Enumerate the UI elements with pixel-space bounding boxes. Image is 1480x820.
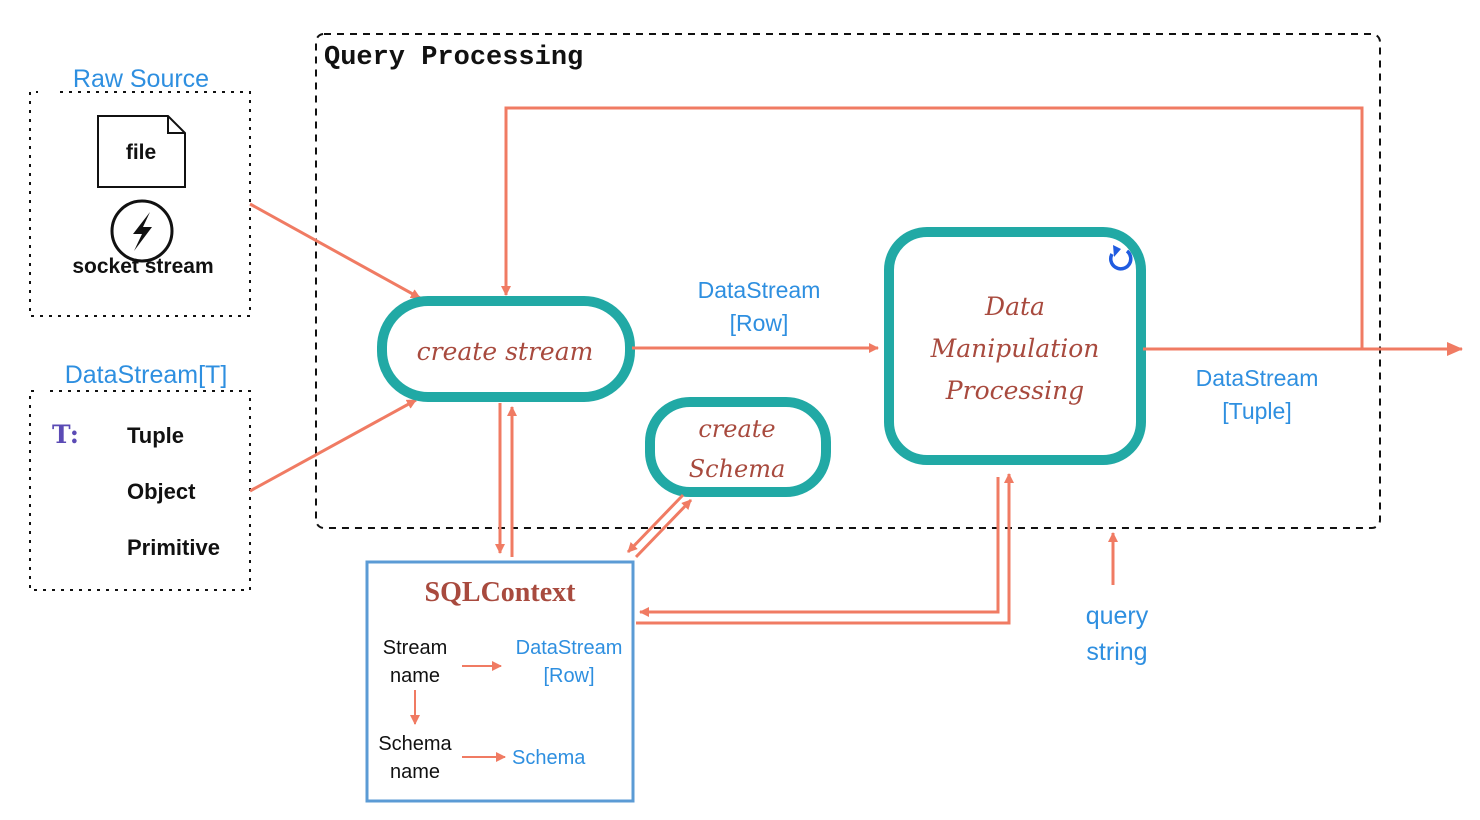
type-tuple: Tuple	[127, 423, 184, 448]
context-to-processing-arrow	[636, 473, 1014, 625]
query-string-label: query string	[1086, 602, 1149, 666]
type-primitive: Primitive	[127, 535, 220, 560]
sqlcontext-box: SQLContext Stream name DataStream [Row] …	[365, 560, 635, 803]
create-stream-node: create stream	[377, 296, 635, 402]
create-stream-label: create stream	[417, 337, 594, 366]
create-stream-shape	[377, 296, 635, 402]
context-to-schema-arrow	[634, 498, 693, 559]
file-document-icon	[97, 115, 186, 188]
edge-row-label: DataStream [Row]	[698, 277, 821, 336]
data-manipulation-line1: Data	[984, 292, 1045, 321]
sqlcontext-title: SQLContext	[425, 577, 577, 608]
lightning-bolt-icon	[110, 199, 174, 263]
edge-row-line1: DataStream	[698, 277, 821, 303]
file-label: file	[126, 141, 156, 164]
stream-name-line2: name	[390, 665, 440, 687]
refresh-icon	[1109, 245, 1133, 271]
stream-name-line1: Stream	[383, 637, 447, 659]
data-manipulation-shape	[884, 227, 1146, 465]
schema-target: Schema	[512, 747, 586, 769]
raw-source-border	[29, 91, 251, 317]
schema-name-line2: name	[390, 761, 440, 783]
query-string-line2: string	[1086, 638, 1147, 666]
datastream-t-group: DataStream[T] T: Tuple Object Primitive	[29, 361, 251, 591]
edge-row-line2: [Row]	[730, 310, 789, 336]
type-object: Object	[127, 479, 196, 504]
type-parameter-label: T:	[52, 420, 79, 449]
datastream-t-title: DataStream[T]	[65, 361, 228, 389]
schema-name-line1: Schema	[378, 733, 452, 755]
raw-source-title: Raw Source	[73, 65, 209, 93]
processing-to-context-arrow	[639, 477, 1000, 617]
raw-source-group: Raw Source file socket stream	[29, 65, 251, 317]
schema-to-context-arrow	[626, 493, 685, 554]
create-schema-line2: Schema	[689, 455, 786, 483]
feedback-loop-arrow	[501, 106, 1364, 349]
edge-tuple-line1: DataStream	[1196, 365, 1319, 391]
edge-tuple-label: DataStream [Tuple]	[1196, 365, 1319, 424]
create-schema-shape	[645, 397, 831, 497]
query-processing-group: Query Processing	[315, 33, 1381, 529]
data-manipulation-node: Data Manipulation Processing	[884, 227, 1146, 465]
stream-target-line1: DataStream	[516, 637, 623, 659]
query-string-line1: query	[1086, 602, 1149, 630]
query-processing-title: Query Processing	[324, 43, 583, 73]
datastream-t-border	[29, 390, 251, 591]
data-manipulation-line3: Processing	[945, 376, 1084, 405]
socket-stream-label: socket stream	[72, 255, 213, 278]
datastream-t-arrow	[249, 398, 417, 493]
data-manipulation-line2: Manipulation	[930, 334, 1100, 363]
edge-tuple-line2: [Tuple]	[1222, 398, 1291, 424]
create-schema-line1: create	[698, 415, 775, 443]
raw-source-arrow	[249, 202, 421, 300]
stream-target-line2: [Row]	[543, 665, 594, 687]
create-schema-node: create Schema	[645, 397, 831, 497]
query-processing-border	[315, 33, 1381, 529]
